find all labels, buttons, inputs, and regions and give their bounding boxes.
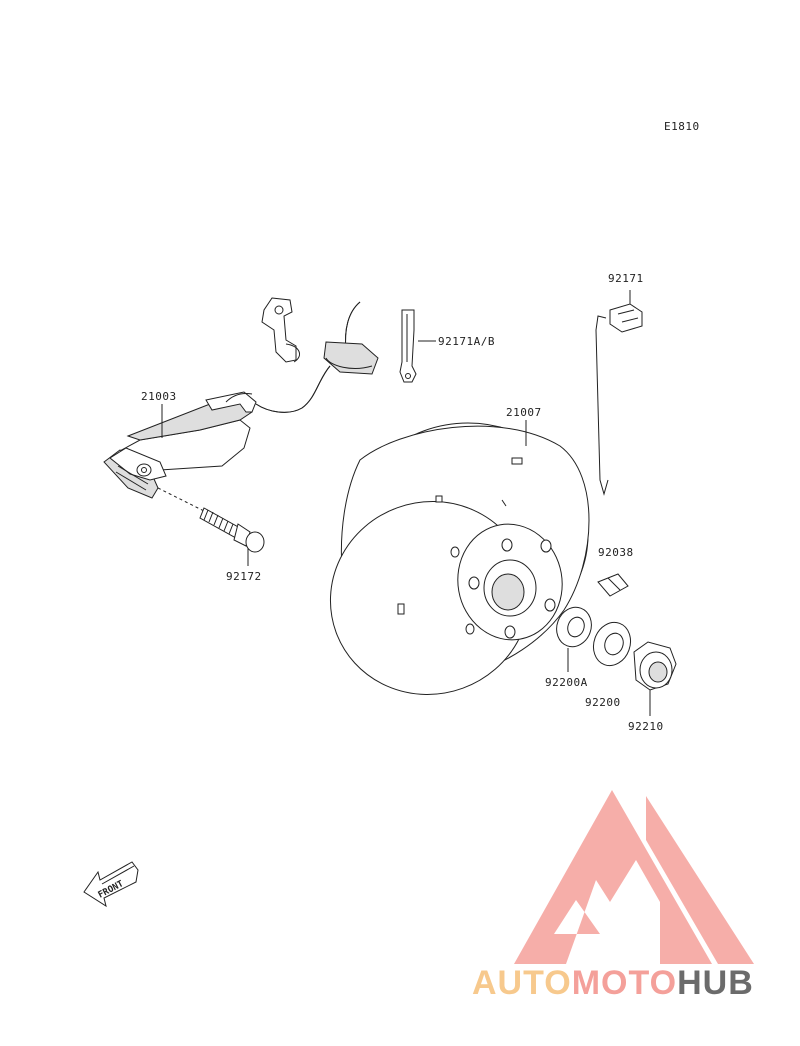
front-arrow: FRONT [83, 861, 139, 908]
label-92172: 92172 [226, 570, 262, 583]
wire-92171 [595, 290, 643, 496]
watermark-hub: HUB [677, 964, 754, 1002]
label-92200: 92200 [585, 696, 621, 709]
label-92038: 92038 [598, 546, 634, 559]
watermark-logo [514, 790, 754, 964]
watermark-triangle-icon [514, 790, 712, 964]
pulser-coil-21003 [103, 391, 257, 499]
label-92200a: 92200A [545, 676, 588, 689]
clip-bracket [261, 297, 301, 363]
rotor-21007 [329, 422, 590, 695]
grommet-wire [255, 301, 379, 413]
label-21003: 21003 [141, 390, 177, 403]
label-21007: 21007 [506, 406, 542, 419]
diagram-code: E1810 [664, 120, 700, 133]
key-92038 [597, 573, 629, 597]
strap-92171ab [399, 309, 436, 383]
watermark-moto: MOTO [572, 964, 677, 1002]
bolt-92172 [157, 487, 265, 566]
nut-92210 [633, 641, 677, 716]
washer-92200a [556, 606, 592, 672]
label-92171ab: 92171A/B [438, 335, 495, 348]
watermark-text: AUTOMOTOHUB [472, 964, 754, 1002]
label-92171: 92171 [608, 272, 644, 285]
label-92210: 92210 [628, 720, 664, 733]
watermark-auto: AUTO [472, 964, 572, 1002]
washer-92200 [592, 621, 632, 667]
